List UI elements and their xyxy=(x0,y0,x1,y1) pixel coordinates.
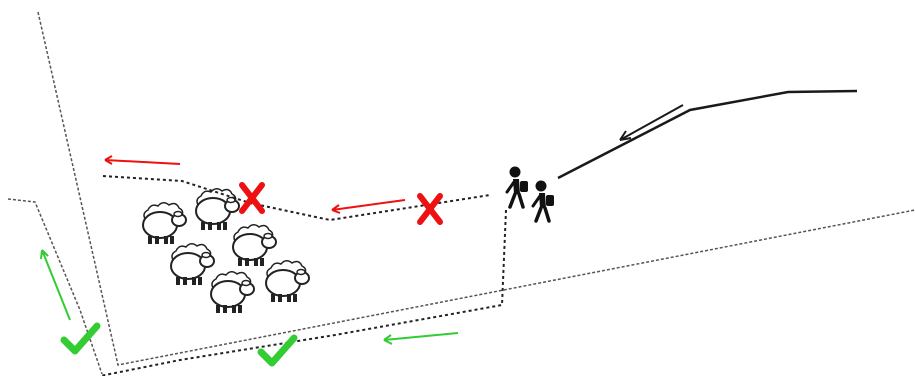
hiker-icon xyxy=(531,178,556,223)
check-mark-icon xyxy=(261,338,294,363)
approach-path xyxy=(557,89,858,180)
bottom-left-path-line xyxy=(7,198,103,375)
sheep-icon xyxy=(170,242,215,286)
check-mark-icon xyxy=(64,326,97,351)
approach-arrow xyxy=(619,104,684,141)
sheep-icon xyxy=(195,187,240,231)
left-fence-line xyxy=(37,11,915,366)
sheep-icon xyxy=(232,223,277,267)
sheep-icon xyxy=(265,259,310,303)
wrong-route-arrow-2 xyxy=(331,199,406,214)
right-route-arrow-2 xyxy=(40,249,71,321)
cross-mark-icon xyxy=(420,196,440,222)
right-route-arrow-1 xyxy=(383,332,459,345)
sheep-icon xyxy=(210,270,255,314)
sheep-icon xyxy=(142,201,187,245)
wrong-route-arrow-1 xyxy=(104,155,181,165)
hiker-icon xyxy=(505,164,530,209)
right-route-path xyxy=(99,209,507,376)
cross-mark-icon xyxy=(242,185,262,211)
approach-arrow-head xyxy=(619,130,632,141)
